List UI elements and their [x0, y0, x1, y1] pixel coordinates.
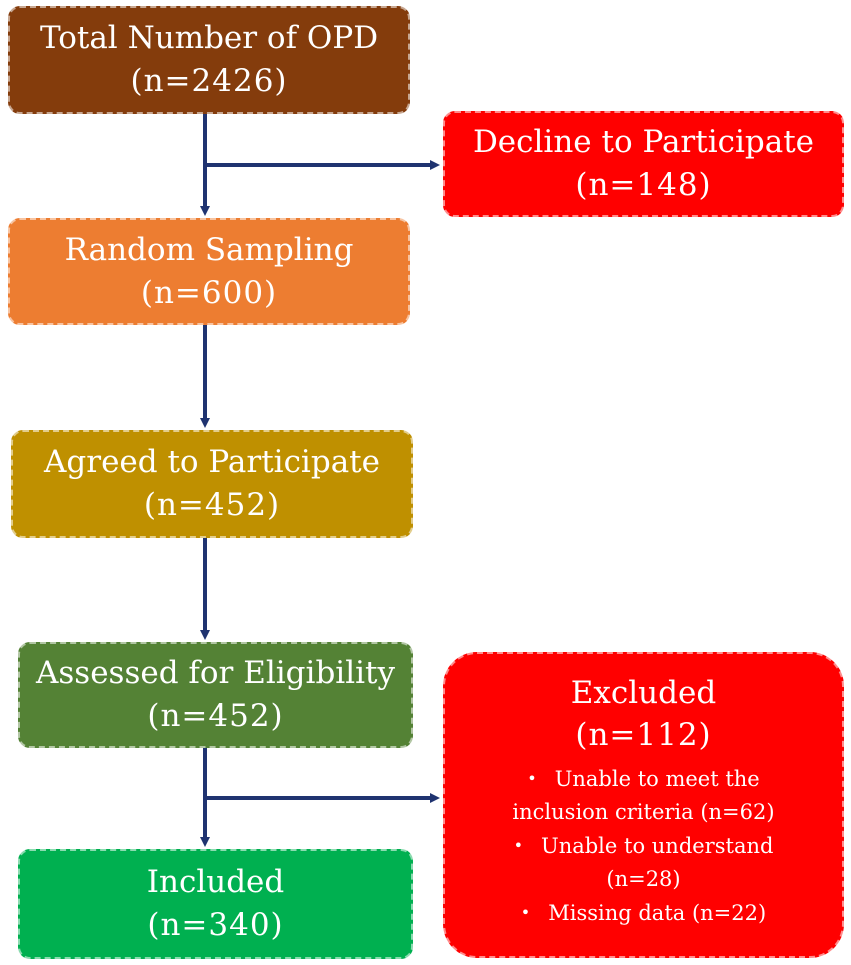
total-opd-count: (n=2426) — [130, 63, 288, 99]
agreed-box: Agreed to Participate (n=452) — [11, 430, 413, 538]
random-sampling-label: Random Sampling — [64, 231, 354, 268]
exclusion-reason: • Unable to meet the — [445, 762, 842, 796]
excluded-count: (n=112) — [575, 717, 712, 753]
declined-label: Decline to Participate — [472, 124, 815, 160]
declined-count: (n=148) — [575, 167, 712, 203]
exclusion-reason-text: Unable to meet the — [554, 767, 760, 791]
assessed-box: Assessed for Eligibility (n=452) — [18, 642, 413, 748]
total-opd-label: Total Number of OPD — [39, 20, 379, 56]
exclusion-reason-text: Missing data (n=22) — [548, 901, 767, 925]
bullet-icon: • — [513, 836, 523, 855]
declined-box: Decline to Participate (n=148) — [443, 111, 844, 217]
exclusion-reasons-list: • Unable to meet the inclusion criteria (… — [445, 762, 842, 930]
exclusion-reason-text: (n=28) — [606, 867, 681, 891]
excluded-box: Excluded (n=112) • Unable to meet the inc… — [443, 652, 844, 958]
random-sampling-count: (n=600) — [140, 274, 278, 311]
exclusion-reason-text: Unable to understand — [541, 834, 774, 858]
assessed-label: Assessed for Eligibility — [36, 655, 395, 691]
bullet-icon: • — [520, 903, 531, 922]
random-sampling-box: Random Sampling (n=600) — [8, 218, 410, 325]
exclusion-reason: • Missing data (n=22) — [445, 896, 842, 930]
included-box: Included (n=340) — [18, 849, 413, 959]
total-opd-box: Total Number of OPD (n=2426) — [8, 6, 410, 114]
agreed-count: (n=452) — [143, 487, 281, 523]
included-label: Included — [146, 864, 285, 900]
included-count: (n=340) — [147, 907, 284, 943]
bullet-icon: • — [527, 769, 537, 788]
exclusion-reason: • Unable to understand — [445, 829, 842, 863]
assessed-count: (n=452) — [147, 698, 284, 734]
agreed-label: Agreed to Participate — [44, 444, 380, 480]
excluded-label: Excluded — [570, 675, 717, 711]
exclusion-reason-text: inclusion criteria (n=62) — [512, 800, 775, 824]
exclusion-reason-continuation: (n=28) — [445, 863, 842, 896]
exclusion-reason-continuation: inclusion criteria (n=62) — [445, 796, 842, 829]
